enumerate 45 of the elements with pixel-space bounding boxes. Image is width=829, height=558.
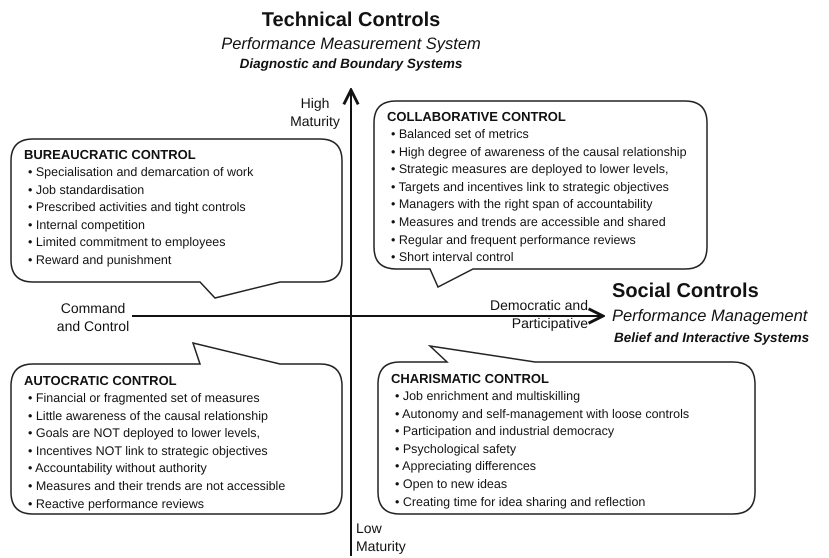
bullet-item: • Creating time for idea sharing and reflection xyxy=(395,494,646,511)
bubble-heading: CHARISMATIC CONTROL xyxy=(391,370,550,388)
bullet-item: • Participation and industrial democracy xyxy=(395,423,616,440)
bullet-item: • Targets and incentives link to strategic objectives xyxy=(391,178,670,196)
subheading: Diagnostic and Boundary Systems xyxy=(238,55,464,73)
bullet-item: • Job enrichment and multiskilling xyxy=(395,388,582,405)
bubble-heading: COLLABORATIVE CONTROL xyxy=(387,108,567,126)
bullet-item: • Reward and punishment xyxy=(28,252,172,269)
bullet-item: • Little awareness of the causal relationship xyxy=(28,408,269,425)
bullet-item: • Strategic measures are deployed to lower levels, xyxy=(391,161,670,178)
bullet-item: • Incentives NOT link to strategic objectives xyxy=(28,442,269,460)
bubble-heading: BUREAUCRATIC CONTROL xyxy=(24,146,197,164)
axis-label: Democratic and Participative xyxy=(488,296,588,332)
subheading: Performance Measurement System xyxy=(220,34,482,55)
bullet-item: • Autonomy and self-management with loose controls xyxy=(395,406,690,423)
bullet-item: • Goals are NOT deployed to lower levels, xyxy=(28,425,262,442)
speech-bubble xyxy=(10,342,344,516)
bullet-item: • Limited commitment to employees xyxy=(28,234,227,252)
bullet-item: • Balanced set of metrics xyxy=(391,126,530,143)
axis-label: Command and Control xyxy=(56,299,130,335)
bullet-item: • Regular and frequent performance reviews xyxy=(391,232,637,249)
subheading: Performance Management xyxy=(612,306,809,327)
bullet-item: • Financial or fragmented set of measures xyxy=(28,390,261,407)
bullet-item: • Psychological safety xyxy=(395,440,518,458)
bullet-item: • Open to new ideas xyxy=(395,476,508,493)
axis-label: High Maturity xyxy=(289,94,341,130)
bullet-item: • Reactive performance reviews xyxy=(28,496,205,513)
axis-label: Low Maturity xyxy=(356,519,407,555)
bullet-item: • Internal competition xyxy=(28,216,146,234)
heading: Social Controls xyxy=(612,279,760,303)
bullet-item: • High degree of awareness of the causal relationship xyxy=(391,144,687,161)
bullet-item: • Prescribed activities and tight controls xyxy=(28,199,247,216)
subheading: Belief and Interactive Systems xyxy=(614,329,810,347)
speech-bubble xyxy=(10,138,344,300)
bullet-item: • Appreciating differences xyxy=(395,458,538,476)
bullet-item: • Specialisation and demarcation of work xyxy=(28,164,254,181)
speech-bubble xyxy=(377,345,757,516)
bullet-item: • Measures and trends are accessible and shared xyxy=(391,214,667,231)
bullet-item: • Managers with the right span of accountability xyxy=(391,196,654,214)
bullet-item: • Accountability without authority xyxy=(28,460,208,478)
bubble-heading: AUTOCRATIC CONTROL xyxy=(24,372,178,390)
bullet-item: • Measures and their trends are not accessible xyxy=(28,478,286,495)
heading: Technical Controls xyxy=(260,8,442,32)
bullet-item: • Job standardisation xyxy=(28,182,146,199)
bullet-item: • Short interval control xyxy=(391,249,514,266)
